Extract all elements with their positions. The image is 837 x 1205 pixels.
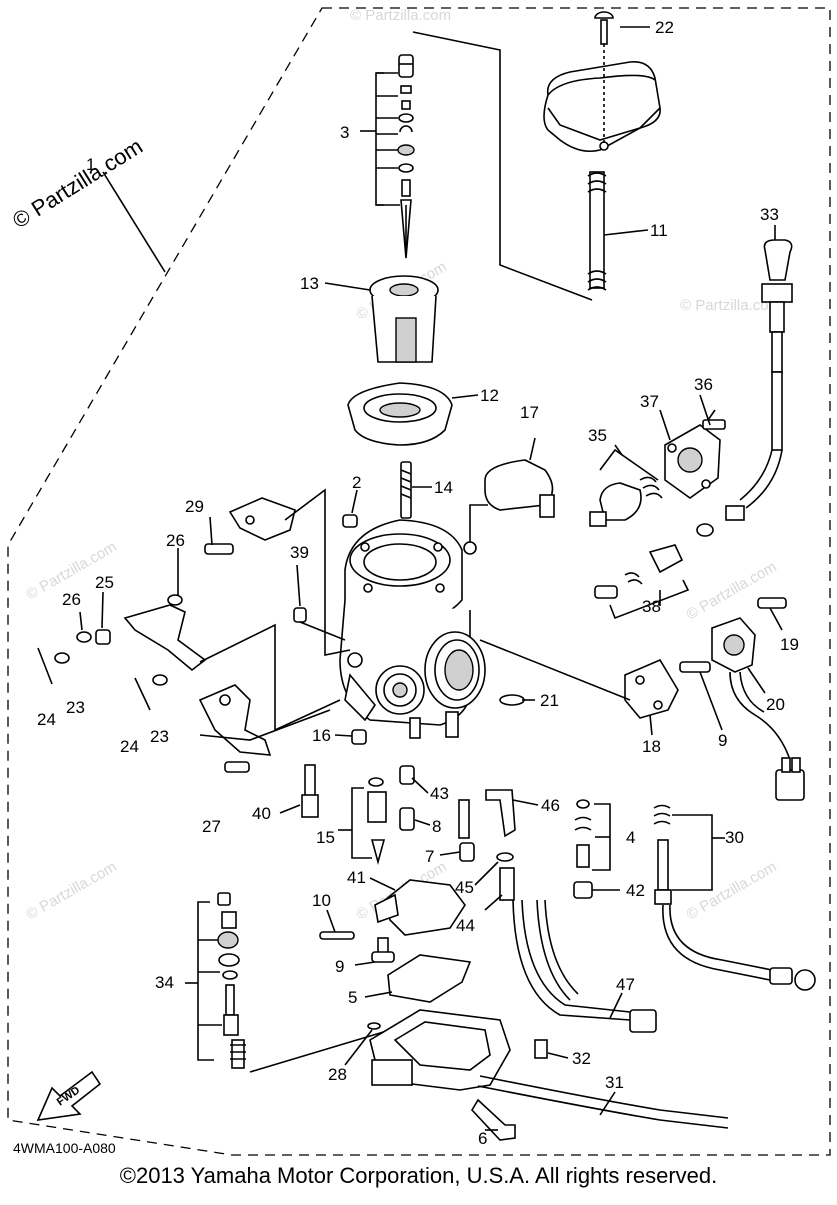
- leader-lines: [79, 26, 783, 1131]
- callout: 15: [316, 828, 335, 847]
- callout: 23: [66, 698, 85, 717]
- callout: 44: [456, 916, 475, 935]
- callout: 24: [120, 737, 139, 756]
- callout: 43: [430, 784, 449, 803]
- callout: 22: [655, 18, 674, 37]
- leader-line: [412, 31, 593, 301]
- watermark-text: © Partzilla.com: [684, 558, 780, 623]
- callout: 1: [86, 155, 95, 174]
- throttle-sensor-20: [711, 597, 805, 801]
- callout: 20: [766, 695, 785, 714]
- watermark-text: © Partzilla.com: [24, 858, 120, 923]
- callout: 10: [312, 891, 331, 910]
- part-code: 4WMA100-A080: [13, 1140, 116, 1156]
- callout: 5: [348, 988, 357, 1007]
- callout: 47: [616, 975, 635, 994]
- starter-plunger-35: [589, 448, 663, 527]
- fwd-arrow-icon: FWD: [36, 1070, 102, 1121]
- mount-plate-18: [624, 658, 711, 719]
- callout: 27: [202, 817, 221, 836]
- callout: 24: [37, 710, 56, 729]
- jet-2: [342, 514, 358, 528]
- callout: 17: [520, 403, 539, 422]
- callout: 32: [572, 1049, 591, 1068]
- callout: 8: [432, 817, 441, 836]
- callout: 9: [335, 957, 344, 976]
- callout: 37: [640, 392, 659, 411]
- callout: 12: [480, 386, 499, 405]
- callout: 14: [434, 478, 453, 497]
- callout: 7: [425, 847, 434, 866]
- watermark-text: © Partzilla.com: [350, 7, 451, 24]
- callout: 25: [95, 573, 114, 592]
- assembly-boundary: [7, 7, 831, 1156]
- callout: 34: [155, 973, 174, 992]
- o-ring-21: [499, 694, 525, 706]
- callout: 16: [312, 726, 331, 745]
- callout: 36: [694, 375, 713, 394]
- callout: 29: [185, 497, 204, 516]
- callout: 45: [455, 878, 474, 897]
- leader-line: [102, 171, 166, 273]
- needle-assembly: [360, 54, 415, 259]
- callout: 35: [588, 426, 607, 445]
- choke-cable-33: [696, 239, 793, 537]
- leader-line: [479, 639, 631, 701]
- callout: 39: [290, 543, 309, 562]
- watermark-text: © Partzilla.com: [680, 297, 781, 314]
- hose-fitting-17: [484, 437, 555, 518]
- diaphragm: [347, 382, 453, 446]
- callout: 3: [340, 123, 349, 142]
- callout: 11: [650, 221, 668, 240]
- callout: 4: [626, 828, 635, 847]
- callout: 23: [150, 727, 169, 746]
- cover-37: [664, 409, 726, 499]
- copyright-footer: ©2013 Yamaha Motor Corporation, U.S.A. A…: [119, 1163, 718, 1188]
- enrichener-38: [594, 544, 690, 620]
- callout: 26: [166, 531, 185, 550]
- callout: 38: [642, 597, 661, 616]
- leader-line: [351, 489, 358, 514]
- callout: 6: [478, 1129, 487, 1148]
- callout: 33: [760, 205, 779, 224]
- callout: 46: [541, 796, 560, 815]
- top-cap: [543, 11, 661, 153]
- callout: 18: [642, 737, 661, 756]
- piston-valve: [369, 275, 439, 363]
- callout: 28: [328, 1065, 347, 1084]
- callout: 19: [780, 635, 799, 654]
- fitting-port: [463, 541, 477, 555]
- callout: 2: [352, 473, 361, 492]
- linkage-brackets: [37, 488, 351, 773]
- watermark-text: © Partzilla.com: [684, 858, 780, 923]
- callout: 13: [300, 274, 319, 293]
- callout: 31: [605, 1073, 624, 1092]
- callout: 9: [718, 731, 727, 750]
- callout: 30: [725, 828, 744, 847]
- leader-line: [469, 504, 488, 548]
- throttle-spring: [587, 171, 607, 291]
- pilot-screw-14: [400, 461, 432, 519]
- callout: 41: [347, 868, 366, 887]
- callout: 26: [62, 590, 81, 609]
- callout: 21: [540, 691, 559, 710]
- carburetor-body: [339, 519, 486, 739]
- callout-labels: 1 2 3 4 5 6 7 8 9 9 10 11 12 13 14 15 16…: [37, 18, 799, 1148]
- callout: 42: [626, 881, 645, 900]
- callout: 40: [252, 804, 271, 823]
